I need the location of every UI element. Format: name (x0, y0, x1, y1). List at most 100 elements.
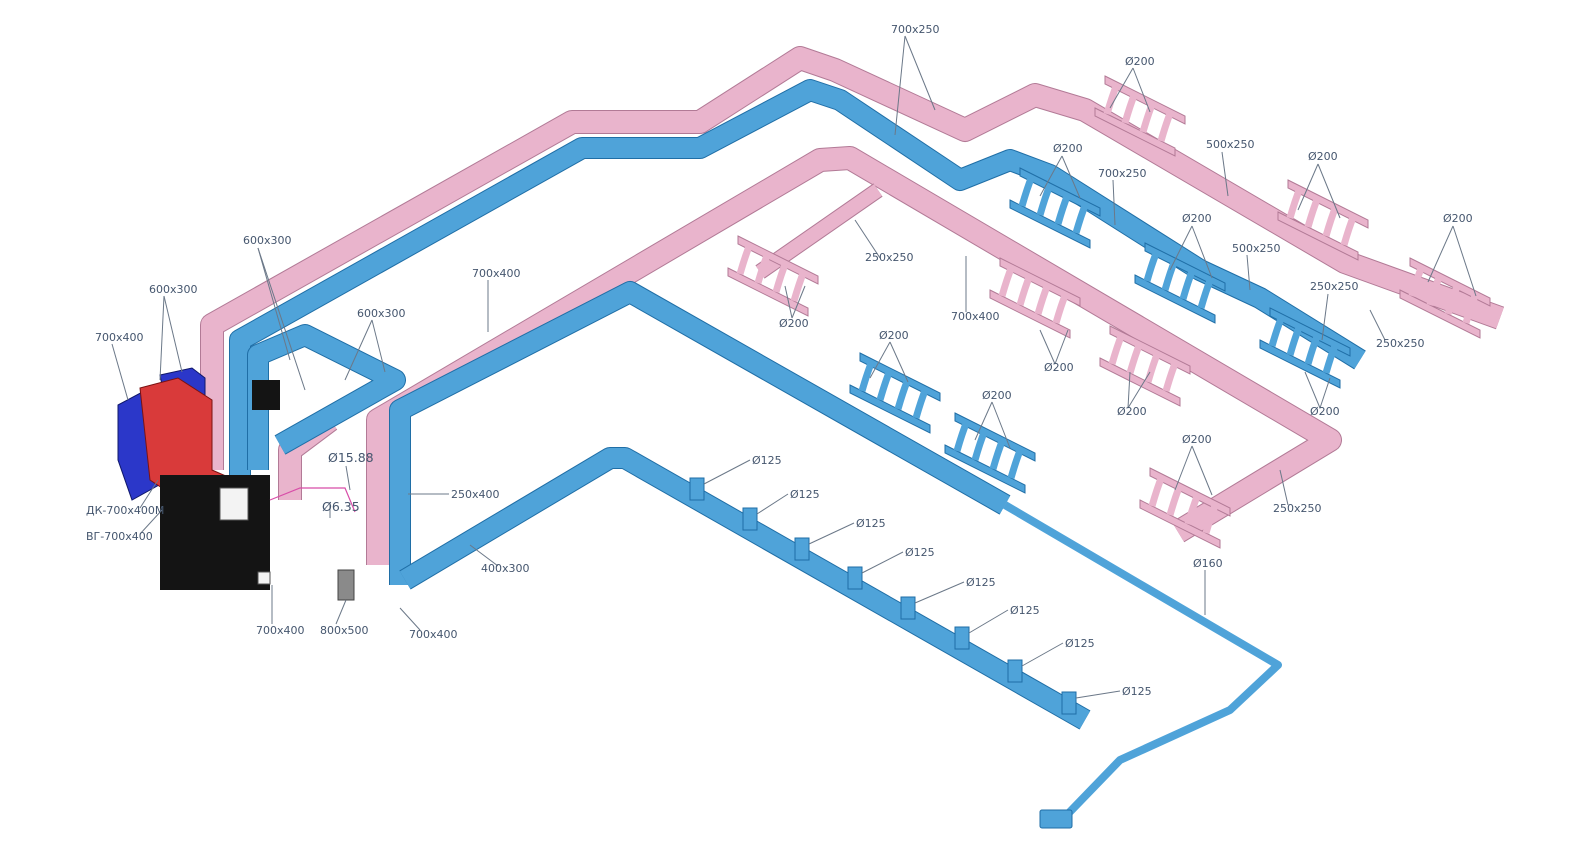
supply-racks (849, 167, 1351, 494)
label-d200-j: Ø200 (1117, 405, 1147, 418)
exhaust-rack-4-bar (727, 267, 809, 317)
supply-rack-5-spigot (953, 419, 971, 452)
leader-d200-l1 (1174, 445, 1193, 491)
exhaust-rack-1-bar (1094, 107, 1176, 157)
label-600x300-b: 600x300 (149, 283, 198, 296)
exhaust-rack-3-spigot (1462, 291, 1480, 324)
exhaust-rack-1-spigot (1157, 109, 1175, 142)
leader-d200-c2 (1317, 163, 1341, 219)
leader-600x300-a1 (257, 247, 291, 361)
supply-rack-2 (1134, 242, 1226, 324)
leader-700x250-b (904, 35, 936, 111)
leader-d200-f1 (784, 285, 793, 319)
label-main-700x250: 700x250 (891, 23, 940, 36)
label-d125-7: Ø125 (1065, 637, 1095, 650)
supply-rack-3-bar (1259, 339, 1341, 389)
label-d125-4: Ø125 (905, 546, 935, 559)
leader-600x300-b1 (159, 295, 165, 381)
label-d200-l: Ø200 (1182, 433, 1212, 446)
leader-d200-e1 (1427, 225, 1454, 283)
leader-d125-1 (703, 459, 751, 485)
leader-d200-h2 (1054, 329, 1069, 365)
label-700x400-e: 700x400 (409, 628, 458, 641)
leader-600x300-c1 (344, 319, 373, 381)
label-d6-35: Ø6.35 (322, 499, 360, 514)
supply-160-flex-duct (1002, 501, 1282, 823)
unit-damper-800x500 (337, 569, 355, 601)
leader-d125-3 (808, 522, 855, 545)
supply-rack-4-bar (849, 384, 931, 434)
leader-unit-vg (139, 509, 163, 535)
supply-rack-5-bar-top (954, 412, 1036, 462)
unit-inner-section (252, 380, 280, 410)
supply-160-end-diffuser (1039, 809, 1073, 829)
exhaust-main-upper-duct (201, 47, 1504, 470)
exhaust-main-lower-duct (367, 147, 1341, 565)
leader-d200-a1 (1109, 67, 1134, 109)
label-d200-c: Ø200 (1308, 150, 1338, 163)
label-d125-3: Ø125 (856, 517, 886, 530)
label-d200-b: Ø200 (1053, 142, 1083, 155)
leader-700x250-a (894, 35, 906, 136)
supply-rack-1-bar-top (1019, 167, 1101, 217)
supply-rack-4-spigot (858, 359, 876, 392)
label-d160: Ø160 (1193, 557, 1223, 570)
exhaust-rack-5-spigot (1016, 273, 1034, 306)
label-500x250-a: 500x250 (1206, 138, 1255, 151)
supply-rack-1-spigot (1054, 192, 1072, 225)
exhaust-rack-3-bar-top (1409, 257, 1491, 307)
supply-125-diffusers (689, 477, 1077, 715)
supply-rack-1-bar (1009, 199, 1091, 249)
supply-rack-3-spigot (1286, 323, 1304, 356)
supply-rack-1-spigot (1072, 201, 1090, 234)
label-250x250-a: 250x250 (865, 251, 914, 264)
exhaust-rack-5 (989, 257, 1081, 339)
label-d200-k: Ø200 (1310, 405, 1340, 418)
exhaust-rack-7-spigot (1166, 483, 1184, 516)
leader-d200-j2 (1127, 371, 1151, 409)
supply-rack-5-spigot (989, 437, 1007, 470)
exhaust-rack-6-bar (1099, 357, 1181, 407)
leader-d125-6 (968, 609, 1009, 634)
supply-rack-2-spigot (1161, 258, 1179, 291)
exhaust-rack-5-spigot (1034, 282, 1052, 315)
label-d200-i: Ø200 (982, 389, 1012, 402)
leader-700x400-b (111, 343, 129, 401)
supply-rack-3 (1259, 307, 1351, 389)
supply-rack-2-spigot (1197, 276, 1215, 309)
exhaust-rack-6-spigot (1162, 359, 1180, 392)
supply-rack-5-spigot (971, 428, 989, 461)
leader-d125-4 (861, 551, 904, 574)
exhaust-rack-5-spigot (998, 264, 1016, 297)
supply-rack-3-spigot (1322, 341, 1340, 374)
supply-rack-2-bar (1134, 274, 1216, 324)
leader-d200-g1 (869, 341, 891, 379)
label-700x250-b: 700x250 (1098, 167, 1147, 180)
diffuser-125-3 (794, 537, 810, 561)
leader-500x250-a (1221, 151, 1229, 197)
exhaust-rack-5-bar (989, 289, 1071, 339)
leader-d200-i2 (991, 401, 1011, 449)
leader-d200-k1 (1304, 371, 1321, 409)
label-700x400-a: 700x400 (472, 267, 521, 280)
leader-unit-dk (139, 479, 159, 509)
leader-d200-b1 (1039, 155, 1063, 197)
label-500x250-b: 500x250 (1232, 242, 1281, 255)
label-d200-d: Ø200 (1182, 212, 1212, 225)
leader-d200-i1 (974, 401, 993, 441)
exhaust-rack-4-spigot (736, 242, 754, 275)
exhaust-rack-6-spigot (1108, 332, 1126, 365)
leader-d200-g2 (889, 341, 909, 383)
exhaust-rack-3 (1399, 257, 1491, 339)
exhaust-rack-4-bar-top (737, 235, 819, 285)
diffuser-125-8 (1061, 691, 1077, 715)
leader-d200-j1 (1127, 371, 1131, 409)
diffuser-125-7 (1007, 659, 1023, 683)
leader-500x250-b (1246, 254, 1251, 291)
supply-main-lower-duct (390, 282, 1010, 585)
label-unit-vg: ВГ-700x400 (86, 530, 153, 543)
exhaust-rack-2-bar (1277, 211, 1359, 261)
unit-black-body (160, 475, 270, 590)
supply-rack-3-spigot (1304, 332, 1322, 365)
